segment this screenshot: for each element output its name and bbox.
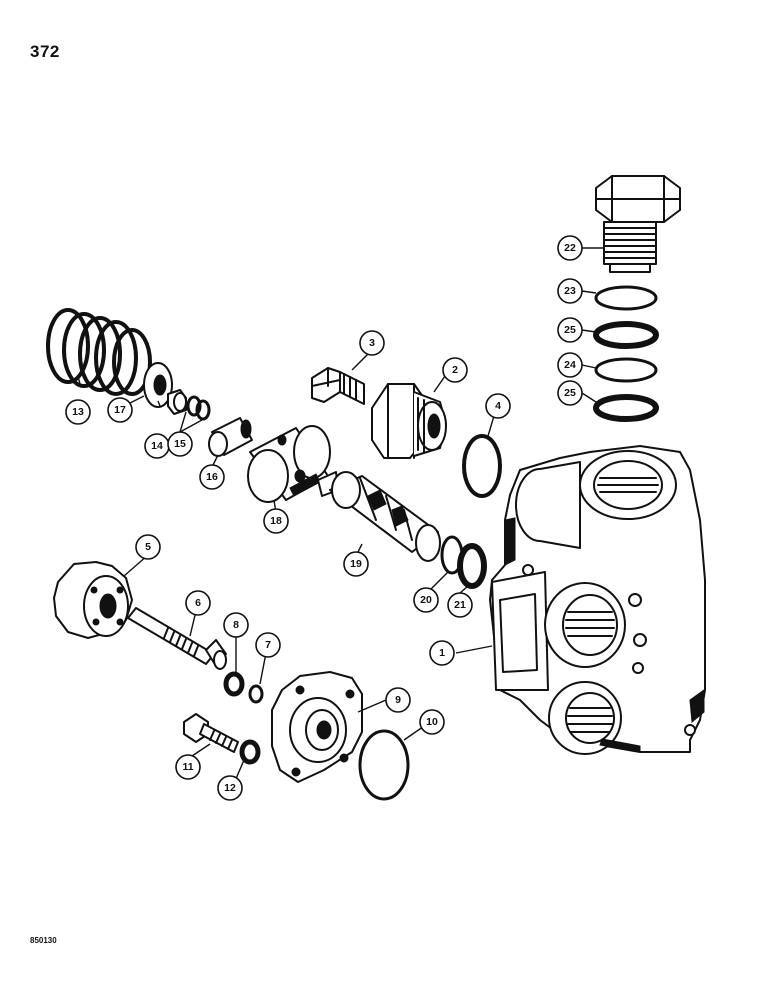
svg-text:17: 17 <box>114 404 126 416</box>
svg-text:9: 9 <box>395 694 401 706</box>
svg-text:2: 2 <box>452 364 458 376</box>
callout-21: 21 <box>447 592 473 618</box>
part-15-rings <box>186 395 211 421</box>
svg-text:5: 5 <box>145 541 151 553</box>
part-3-plug <box>311 367 365 405</box>
svg-text:22: 22 <box>564 242 576 254</box>
part-25-backup-ring-upper <box>593 321 659 349</box>
part-21-backup-ring <box>457 543 487 589</box>
svg-text:12: 12 <box>224 782 236 794</box>
part-13-spring <box>46 308 152 396</box>
svg-text:25: 25 <box>564 324 576 336</box>
page-number: 372 <box>30 42 60 61</box>
part-17-washer <box>143 362 173 408</box>
svg-text:19: 19 <box>350 558 362 570</box>
figure-code: 850130 <box>30 936 57 945</box>
callout-25-upper: 25 <box>557 317 583 343</box>
callout-25-lower: 25 <box>557 380 583 406</box>
svg-text:10: 10 <box>426 716 438 728</box>
callout-5: 5 <box>135 534 161 560</box>
callout-12: 12 <box>217 775 243 801</box>
svg-text:20: 20 <box>420 594 432 606</box>
svg-text:11: 11 <box>182 761 193 773</box>
svg-text:3: 3 <box>369 337 375 349</box>
callout-18: 18 <box>263 508 289 534</box>
svg-text:25: 25 <box>564 387 576 399</box>
part-12-washer <box>239 739 261 765</box>
callout-1: 1 <box>429 640 455 666</box>
part-25-backup-ring-lower <box>593 394 659 422</box>
part-6-adjusting-screw <box>127 607 227 670</box>
part-5-knob <box>53 561 133 639</box>
part-9-cover <box>271 671 363 783</box>
svg-text:16: 16 <box>206 471 218 483</box>
callout-19: 19 <box>343 551 369 577</box>
svg-text:14: 14 <box>151 440 163 452</box>
callout-10: 10 <box>419 709 445 735</box>
callout-9: 9 <box>385 687 411 713</box>
svg-text:24: 24 <box>564 359 576 371</box>
part-7-o-ring <box>248 684 264 704</box>
callout-17: 17 <box>107 397 133 423</box>
callout-24: 24 <box>557 352 583 378</box>
callout-20: 20 <box>413 587 439 613</box>
part-16-poppet <box>208 417 253 457</box>
part-11-bolt <box>183 713 239 753</box>
callout-8: 8 <box>223 612 249 638</box>
svg-text:1: 1 <box>439 647 445 659</box>
part-19-spool <box>329 471 441 562</box>
callout-6: 6 <box>185 590 211 616</box>
callout-13: 13 <box>65 399 91 425</box>
callout-4: 4 <box>485 393 511 419</box>
part-8-backup-ring <box>223 671 245 697</box>
svg-text:7: 7 <box>265 639 271 651</box>
svg-text:21: 21 <box>454 599 466 611</box>
callout-15: 15 <box>167 431 193 457</box>
callout-11: 11 <box>175 754 201 780</box>
svg-text:23: 23 <box>564 285 576 297</box>
callout-14: 14 <box>144 433 170 459</box>
callout-16: 16 <box>199 464 225 490</box>
part-10-o-ring <box>358 729 410 801</box>
part-1-valve-housing <box>489 445 706 755</box>
svg-text:18: 18 <box>270 515 282 527</box>
svg-text:13: 13 <box>72 406 84 418</box>
svg-text:8: 8 <box>233 619 239 631</box>
part-23-o-ring <box>594 285 658 311</box>
part-14-retainer <box>167 389 187 415</box>
callout-2: 2 <box>442 357 468 383</box>
svg-text:4: 4 <box>495 400 501 412</box>
part-22-hex-plug <box>595 175 681 273</box>
callout-23: 23 <box>557 278 583 304</box>
callout-7: 7 <box>255 632 281 658</box>
part-2-hex-fitting <box>371 383 447 459</box>
part-18-sleeve <box>247 425 339 503</box>
callout-3: 3 <box>359 330 385 356</box>
part-4-o-ring <box>462 434 502 498</box>
part-24-o-ring <box>594 357 658 383</box>
svg-text:6: 6 <box>195 597 201 609</box>
callout-22: 22 <box>557 235 583 261</box>
svg-text:15: 15 <box>174 438 186 450</box>
